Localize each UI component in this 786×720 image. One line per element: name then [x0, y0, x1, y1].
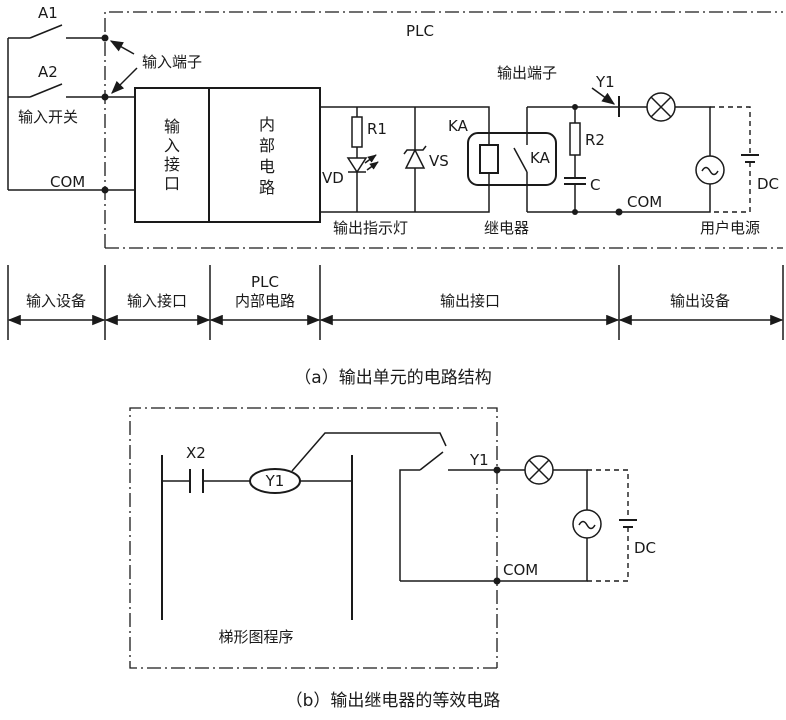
input-terminal-arrow-2	[111, 67, 138, 94]
section-plc-internal-2: 内部电路	[235, 292, 295, 310]
relay-ka-contact	[513, 107, 528, 212]
output-contact-circuit: R2 C 输出端子 Y1 COM	[497, 64, 662, 216]
plc-boundary-top	[104, 11, 783, 248]
led-emission-arrow	[364, 154, 377, 164]
output-com-label: COM	[627, 193, 662, 211]
x2-label: X2	[186, 444, 206, 462]
section-plc-internal-1: PLC	[251, 273, 279, 291]
output-device-a: DC	[619, 92, 779, 213]
output-bottom-rail	[320, 173, 490, 213]
led-emission-arrow	[366, 161, 379, 171]
switch-a2	[8, 83, 135, 98]
lamp-cross	[650, 96, 672, 118]
caption-b: （b）输出继电器的等效电路	[286, 691, 501, 711]
terminal-com-dot	[101, 186, 109, 194]
output-driver-circuit: R1 VD VS KA KA	[320, 106, 557, 213]
dc-battery-icon	[741, 154, 759, 163]
user-power-label: 用户电源	[700, 219, 760, 237]
section-dividers	[7, 265, 784, 340]
vd-label: VD	[322, 169, 344, 187]
c-label: C	[590, 176, 600, 194]
dc-alt-wire	[710, 106, 751, 213]
switch-a2-label: A2	[38, 63, 58, 81]
ac-source-icon	[695, 155, 725, 185]
resistor-r2	[569, 122, 581, 156]
switch-a1-label: A1	[38, 4, 58, 22]
dc-label: DC	[757, 175, 779, 193]
caption-a: （a）输出单元的电路结构	[294, 368, 491, 388]
section-output-interface: 输出接口	[440, 292, 500, 310]
ka-coil-label: KA	[448, 117, 469, 135]
internal-circuit-box-label: 内部电路	[256, 116, 275, 200]
coil-y1	[249, 468, 301, 494]
output-contact-y1	[399, 451, 497, 581]
output-terminal-label: 输出端子	[497, 64, 557, 82]
junction-dot	[572, 209, 578, 215]
input-interface-box-label: 输入接口	[161, 118, 180, 194]
plc-boundary-b	[129, 407, 498, 669]
section-ruler: 输入设备 输入接口 PLC 内部电路 输出接口 输出设备	[7, 265, 784, 340]
terminal-a1-dot	[101, 34, 109, 42]
output-terminal-arrow	[591, 87, 616, 105]
relay-ka-coil	[479, 144, 499, 174]
dc-label: DC	[634, 539, 656, 557]
lamp-icon	[646, 92, 676, 122]
figure-b: X2 Y1 Y1 COM DC 梯形图程序 （b）输出继电器的等效电路	[129, 407, 656, 711]
relay-ka-outline	[467, 132, 557, 186]
input-terminal-label: 输入端子	[142, 53, 202, 71]
coil-y1-label: Y1	[265, 472, 285, 490]
junction-dot	[572, 104, 578, 110]
section-input-interface: 输入接口	[127, 292, 187, 310]
output-indicator-label: 输出指示灯	[333, 219, 408, 237]
ka-contact-label: KA	[530, 149, 551, 167]
capacitor-c	[564, 177, 586, 185]
input-com-label: COM	[50, 173, 85, 191]
resistor-r1	[351, 116, 363, 148]
y1-label: Y1	[595, 73, 615, 91]
ac-source-icon	[572, 509, 602, 539]
zener-vs	[404, 148, 426, 169]
load-wire-b	[400, 469, 588, 582]
ac-wave	[701, 166, 719, 176]
zener-vs-bar	[403, 145, 427, 155]
section-input-device: 输入设备	[26, 292, 86, 310]
input-terminal-arrow-1	[109, 40, 135, 55]
figure-a: PLC A1 A2 输入开关 COM 输入端子	[7, 4, 784, 388]
terminal-a2-dot	[101, 93, 109, 101]
y1-terminal-label: Y1	[469, 451, 489, 469]
r2-label: R2	[585, 131, 605, 149]
ac-wave	[578, 520, 596, 530]
r1-label: R1	[367, 120, 387, 138]
contact-x2	[189, 469, 204, 493]
lamp-icon	[524, 455, 554, 485]
ladder-program-label: 梯形图程序	[218, 628, 293, 646]
input-switch-label: 输入开关	[18, 108, 78, 126]
switch-a1	[8, 24, 105, 39]
vs-label: VS	[429, 152, 449, 170]
led-vd	[346, 157, 368, 174]
plc-label: PLC	[406, 22, 434, 40]
dc-battery-icon	[619, 519, 637, 528]
relay-label: 继电器	[484, 219, 529, 237]
com-label: COM	[503, 561, 538, 579]
input-switches: A1 A2 输入开关 COM 输入端子	[7, 4, 202, 194]
section-output-device: 输出设备	[670, 292, 730, 310]
dc-alt-wire	[587, 469, 629, 582]
lamp-cross	[528, 459, 550, 481]
plc-internal-box	[134, 87, 321, 223]
mechanical-linkage	[291, 432, 447, 472]
